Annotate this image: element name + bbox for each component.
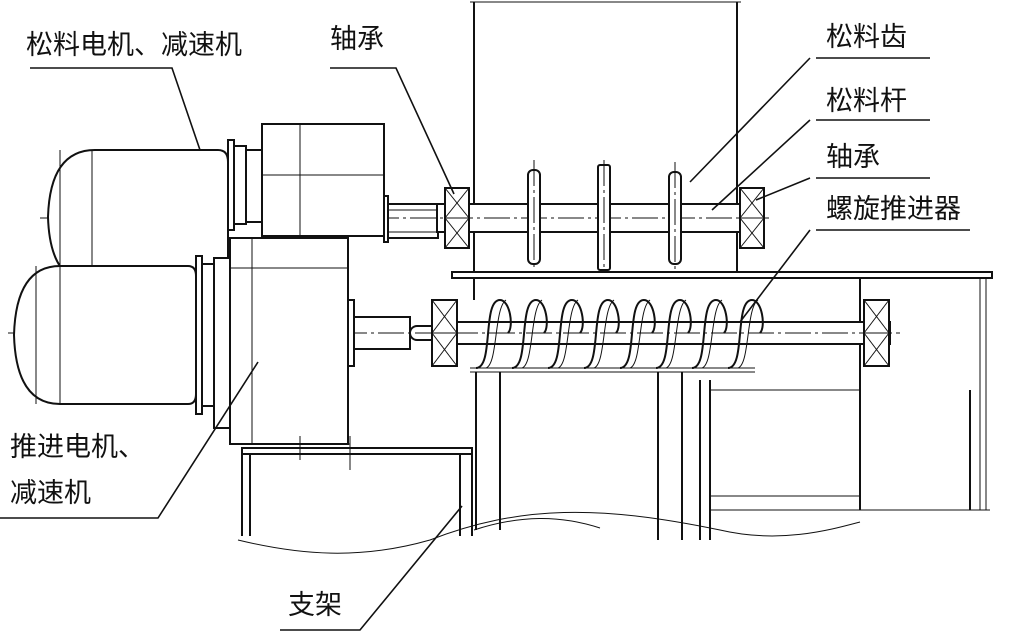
label-loosening-rod: 松料杆 [826, 86, 907, 117]
leader-lines [0, 57, 970, 631]
screw-flight-inner [557, 299, 579, 369]
screw-flight [691, 298, 728, 369]
screw-flight-inner [701, 299, 723, 369]
push-motor [12, 237, 355, 445]
screw-flight-inner [593, 299, 615, 369]
screw-flight [583, 298, 620, 369]
label-bearing-top: 轴承 [330, 24, 384, 55]
label-bearing-right: 轴承 [826, 142, 880, 173]
screw-flights [475, 298, 764, 369]
support-frame [237, 372, 990, 554]
screw-flight [655, 298, 692, 369]
screw-flight-inner [485, 299, 507, 369]
loosening-rods [527, 160, 682, 272]
trough [451, 271, 993, 510]
screw-flight [475, 298, 512, 369]
screw-flight-inner [665, 299, 687, 369]
screw-flight [619, 298, 656, 369]
bearing-right-loosening [739, 187, 765, 249]
screw-flight-inner [521, 299, 543, 369]
bearing-left-screw [431, 299, 458, 367]
label-screw-conveyor: 螺旋推进器 [826, 194, 961, 225]
screw-flight [727, 298, 764, 369]
label-push-motor-line2: 减速机 [10, 478, 91, 509]
screw-flight-inner [629, 299, 651, 369]
label-support-frame: 支架 [288, 590, 342, 621]
label-loosening-teeth: 松料齿 [826, 22, 907, 53]
bearing-left-loosening [444, 187, 470, 249]
label-loosening-motor-reducer: 松料电机、减速机 [26, 30, 242, 61]
label-push-motor-line1: 推进电机、 [10, 432, 145, 463]
loosening-motor [46, 123, 389, 285]
bearing-right-screw [863, 299, 890, 367]
screw-flight [547, 298, 584, 369]
screw-flight [511, 298, 548, 369]
